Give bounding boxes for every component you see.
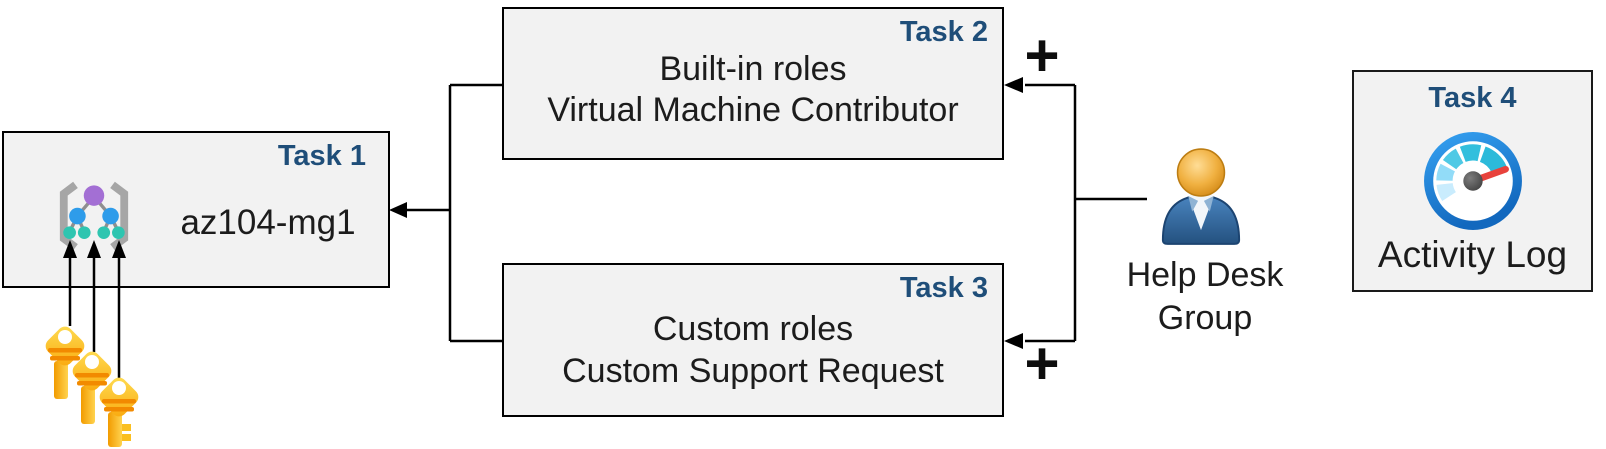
task1-label: Task 1 xyxy=(277,140,366,172)
root-node xyxy=(83,185,105,206)
task2-box: Task 2 Built-in roles Virtual Machine Co… xyxy=(502,7,1004,160)
task4-box: Task 4 Activity Log xyxy=(1352,70,1593,292)
key-icon xyxy=(72,351,112,424)
task4-label: Task 4 xyxy=(1428,82,1517,114)
child-node xyxy=(69,207,86,225)
keys-icon xyxy=(45,326,139,447)
person-icon xyxy=(1161,148,1241,245)
leaf-node xyxy=(77,226,91,239)
arrowhead-task1 xyxy=(389,202,407,218)
task3-label: Task 3 xyxy=(899,272,988,304)
help-desk-line1: Help Desk xyxy=(1126,256,1284,294)
gauge-segments xyxy=(1436,144,1507,201)
leaf-node xyxy=(112,226,125,239)
task2-text-line1: Built-in roles xyxy=(659,50,847,88)
task3-box: Task 3 Custom roles Custom Support Reque… xyxy=(502,263,1004,417)
gauge-hub xyxy=(1463,171,1483,191)
key-icon xyxy=(45,326,85,399)
task2-label: Task 2 xyxy=(899,16,988,48)
collar-right xyxy=(1203,195,1214,212)
activity-log-title: Activity Log xyxy=(1377,234,1568,275)
task2-text-line2: Virtual Machine Contributor xyxy=(547,91,959,129)
plus-icon-task2: + xyxy=(1024,22,1060,89)
person-head xyxy=(1176,148,1226,197)
leaf-node xyxy=(97,226,111,239)
help-desk-line2: Group xyxy=(1157,299,1253,337)
child-node xyxy=(102,207,119,225)
plus-icon-task3: + xyxy=(1024,330,1060,397)
task3-text-line1: Custom roles xyxy=(652,310,854,348)
help-desk-group-label: Help Desk Group xyxy=(1095,254,1315,340)
task3-text-line2: Custom Support Request xyxy=(562,352,944,390)
management-group-name: az104-mg1 xyxy=(180,203,356,242)
leaf-node xyxy=(63,226,76,239)
key-icon xyxy=(99,377,139,447)
activity-log-gauge-icon xyxy=(1424,132,1522,230)
management-group-icon xyxy=(59,181,129,251)
collar-left xyxy=(1188,195,1199,212)
